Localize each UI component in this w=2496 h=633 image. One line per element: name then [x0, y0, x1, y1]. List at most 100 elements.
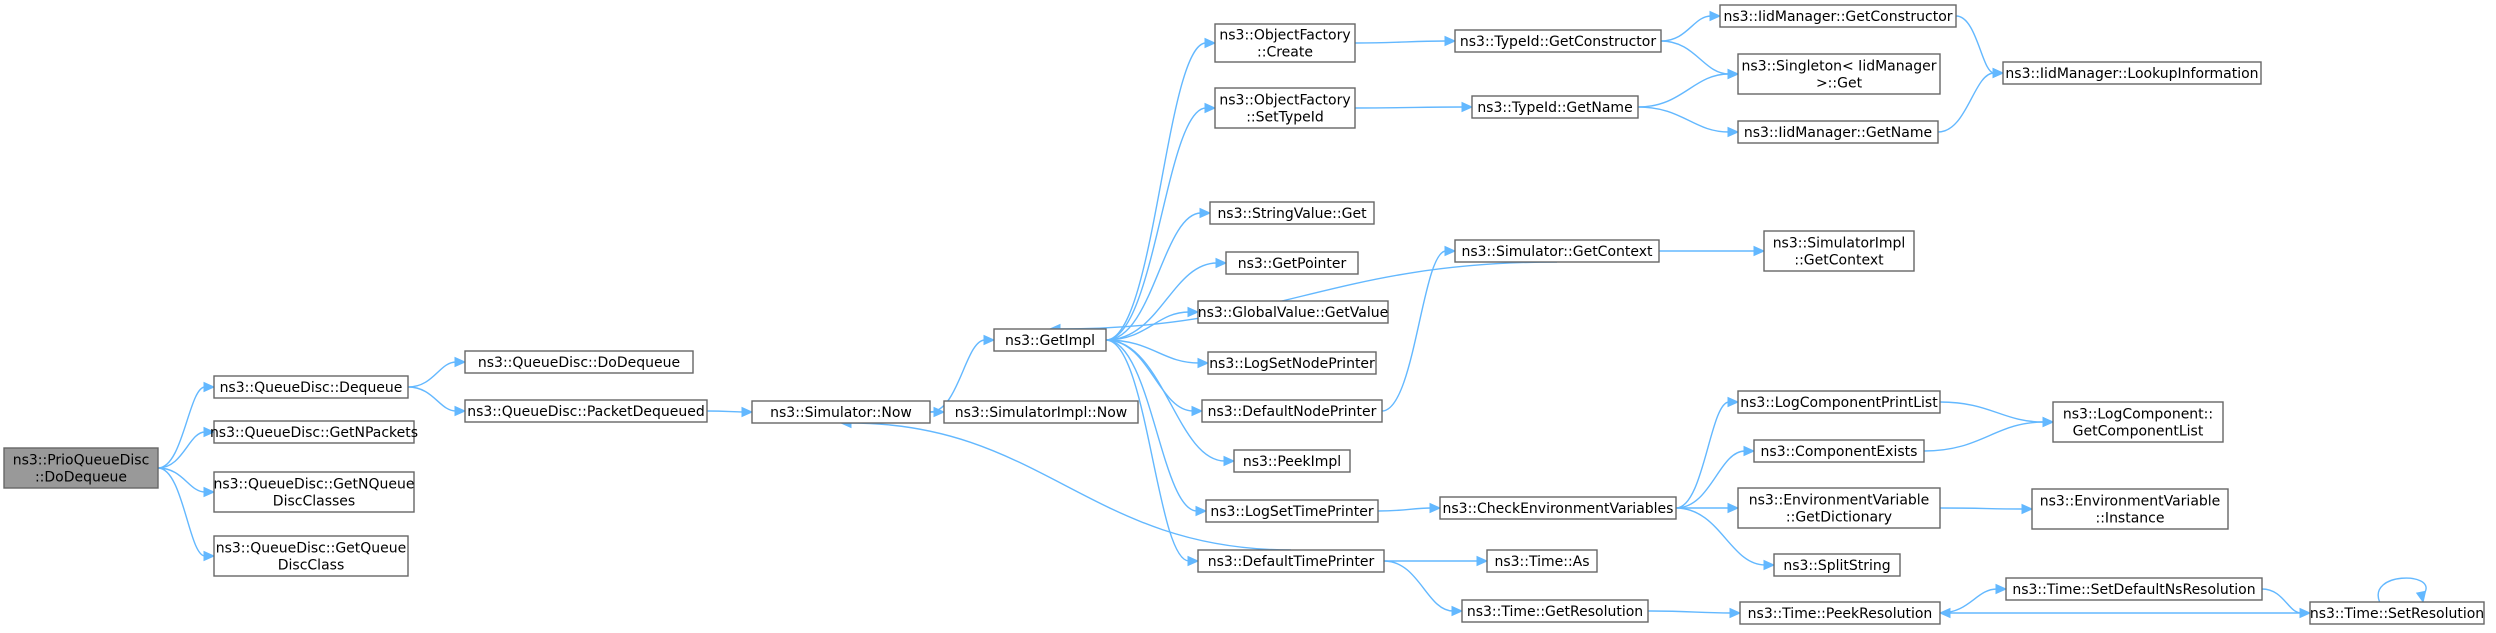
node-label: ns3::ComponentExists: [1761, 444, 1918, 460]
node-box: [1486, 549, 1598, 573]
node-box: [751, 400, 931, 424]
edge-iid_getname-to-iid_lookupinfo: [1937, 67, 2005, 133]
node-label: ns3::QueueDisc::GetNPackets: [210, 425, 418, 441]
node-qd_getnpackets[interactable]: ns3::QueueDisc::GetNPackets: [210, 420, 418, 444]
edge-root-to-qd_getnqueuediscclasses: [157, 467, 216, 498]
node-box: [1214, 23, 1356, 63]
node-label: ns3::PeekImpl: [1243, 454, 1341, 470]
node-time_as[interactable]: ns3::Time::As: [1486, 549, 1598, 573]
node-root: ns3::PrioQueueDisc::DoDequeue: [3, 447, 159, 489]
node-label: ns3::LogSetTimePrinter: [1210, 504, 1374, 520]
node-label: ns3::GetPointer: [1238, 256, 1347, 272]
edge-logsettimeprinter-to-checkenv: [1377, 502, 1442, 514]
node-of_settypeid[interactable]: ns3::ObjectFactory::SetTypeId: [1214, 87, 1356, 129]
node-label: ns3::Time::PeekResolution: [1748, 606, 1933, 622]
node-label: ns3::QueueDisc::PacketDequeued: [467, 404, 705, 420]
node-iid_lookupinfo[interactable]: ns3::IidManager::LookupInformation: [2002, 61, 2262, 85]
edge-typeid_getname-to-iid_getname: [1637, 106, 1740, 138]
node-box: [2005, 577, 2263, 601]
edge-getimpl-to-getpointer: [1105, 257, 1228, 341]
node-label: ::Create: [1257, 45, 1313, 61]
node-box: [1225, 251, 1359, 275]
node-box: [1197, 549, 1385, 573]
node-label: ns3::QueueDisc::Dequeue: [220, 380, 403, 396]
edge-qd_dequeue-to-qd_dodequeue: [407, 356, 467, 388]
edge-time_setresolution-to-time_peekresolution: [1938, 607, 2310, 619]
node-logcomp_getcomplist[interactable]: ns3::LogComponent::GetComponentList: [2052, 401, 2224, 443]
node-label: ::DoDequeue: [35, 470, 127, 486]
node-label: DiscClass: [278, 558, 345, 574]
node-stringvalue_get[interactable]: ns3::StringValue::Get: [1209, 201, 1375, 225]
edge-getimpl-to-of_settypeid: [1105, 102, 1217, 341]
node-sim_now[interactable]: ns3::Simulator::Now: [751, 400, 931, 424]
node-label: ::Instance: [2096, 511, 2165, 527]
node-label: ns3::SplitString: [1783, 558, 1890, 574]
edge-getimpl-to-stringvalue_get: [1105, 207, 1212, 341]
node-splitstring[interactable]: ns3::SplitString: [1773, 553, 1901, 577]
edge-sim_getcontext-to-simimpl_getcontext: [1659, 245, 1766, 257]
node-label: ns3::Time::As: [1494, 554, 1589, 570]
node-logcompprintlist[interactable]: ns3::LogComponentPrintList: [1737, 390, 1941, 414]
node-qd_dodequeue[interactable]: ns3::QueueDisc::DoDequeue: [464, 350, 694, 374]
node-label: ns3::LogSetNodePrinter: [1209, 356, 1375, 372]
node-label: ns3::TypeId::GetConstructor: [1460, 34, 1656, 50]
node-time_getresolution[interactable]: ns3::Time::GetResolution: [1461, 599, 1649, 623]
node-box: [1209, 201, 1375, 225]
node-typeid_getname[interactable]: ns3::TypeId::GetName: [1471, 95, 1639, 119]
node-label: GetComponentList: [2073, 424, 2204, 440]
edge-typeid_getname-to-singleton_get: [1637, 68, 1740, 108]
node-getimpl[interactable]: ns3::GetImpl: [993, 328, 1107, 352]
node-sim_getcontext[interactable]: ns3::Simulator::GetContext: [1454, 239, 1660, 263]
edge-checkenv-to-logcompprintlist: [1675, 396, 1740, 509]
node-getpointer[interactable]: ns3::GetPointer: [1225, 251, 1359, 275]
node-label: ns3::EnvironmentVariable: [1749, 493, 1930, 509]
node-singleton_get[interactable]: ns3::Singleton< IidManager >::Get: [1737, 53, 1941, 95]
node-qd_dequeue[interactable]: ns3::QueueDisc::Dequeue: [213, 375, 409, 399]
node-logsettimeprinter[interactable]: ns3::LogSetTimePrinter: [1205, 499, 1379, 523]
node-typeid_getconstructor[interactable]: ns3::TypeId::GetConstructor: [1454, 29, 1662, 53]
node-defaultnodeprinter[interactable]: ns3::DefaultNodePrinter: [1201, 399, 1383, 423]
edge-getimpl-to-logsetnodeprinter: [1105, 339, 1210, 369]
node-time_peekresolution[interactable]: ns3::Time::PeekResolution: [1739, 601, 1941, 625]
node-label: ns3::QueueDisc::DoDequeue: [478, 355, 680, 371]
node-envvar_getdict[interactable]: ns3::EnvironmentVariable::GetDictionary: [1737, 487, 1941, 529]
node-label: ::GetContext: [1794, 253, 1884, 269]
node-logsetnodeprinter[interactable]: ns3::LogSetNodePrinter: [1207, 351, 1377, 375]
node-label: ns3::GetImpl: [1005, 333, 1095, 349]
node-of_create[interactable]: ns3::ObjectFactory::Create: [1214, 23, 1356, 63]
node-globalvalue_getvalue[interactable]: ns3::GlobalValue::GetValue: [1197, 300, 1389, 324]
node-iid_getconstructor[interactable]: ns3::IidManager::GetConstructor: [1719, 4, 1957, 28]
node-box: [1719, 4, 1957, 28]
node-box: [1737, 53, 1941, 95]
node-qd_packetdequeued[interactable]: ns3::QueueDisc::PacketDequeued: [464, 399, 708, 423]
node-label: ns3::Singleton< IidManager: [1742, 59, 1937, 75]
node-time_setdefaultnsres[interactable]: ns3::Time::SetDefaultNsResolution: [2005, 577, 2263, 601]
node-label: ns3::ObjectFactory: [1219, 93, 1350, 109]
node-simimpl_now[interactable]: ns3::SimulatorImpl::Now: [943, 400, 1139, 424]
node-box: [1205, 499, 1379, 523]
node-time_setresolution[interactable]: ns3::Time::SetResolution: [2309, 601, 2485, 625]
node-simimpl_getcontext[interactable]: ns3::SimulatorImpl::GetContext: [1763, 230, 1915, 272]
node-defaulttimeprinter[interactable]: ns3::DefaultTimePrinter: [1197, 549, 1385, 573]
node-envvar_instance[interactable]: ns3::EnvironmentVariable::Instance: [2031, 488, 2229, 530]
node-box: [1773, 553, 1901, 577]
node-box: [1214, 87, 1356, 129]
node-box: [464, 399, 708, 423]
edge-defaulttimeprinter-to-sim_now: [839, 417, 1292, 551]
node-componentexists[interactable]: ns3::ComponentExists: [1753, 439, 1925, 463]
node-checkenv[interactable]: ns3::CheckEnvironmentVariables: [1439, 496, 1677, 520]
node-peekimpl[interactable]: ns3::PeekImpl: [1233, 449, 1351, 473]
edge-getimpl-to-of_create: [1105, 37, 1217, 341]
node-label: ns3::PrioQueueDisc: [13, 453, 150, 469]
node-label: ns3::EnvironmentVariable: [2040, 494, 2221, 510]
node-box: [213, 535, 409, 577]
node-iid_getname[interactable]: ns3::IidManager::GetName: [1737, 120, 1939, 144]
edge-qd_dequeue-to-qd_packetdequeued: [407, 386, 467, 417]
node-box: [1737, 390, 1941, 414]
node-box: [1461, 599, 1649, 623]
node-box: [943, 400, 1139, 424]
node-label: ns3::QueueDisc::GetQueue: [216, 541, 407, 557]
